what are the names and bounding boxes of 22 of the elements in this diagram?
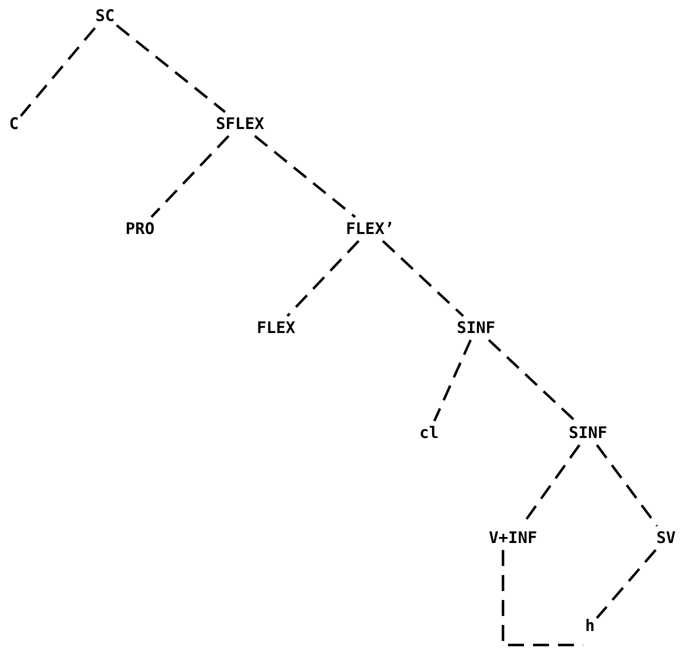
tree-node-label: SFLEX [214, 112, 266, 136]
tree-node-label: PRO [124, 217, 156, 241]
tree-branch-line [382, 240, 464, 317]
tree-node-label: SINF [454, 316, 498, 340]
tree-branch-line [488, 339, 576, 422]
tree-branch-line [433, 339, 472, 422]
tree-node-label: FLEX’ [344, 217, 396, 241]
tree-branch-line [150, 135, 230, 218]
tree-node-label: SV [654, 526, 678, 550]
tree-branch-line [20, 27, 96, 117]
tree-node-label: h [583, 614, 597, 638]
tree-node-label: C [7, 112, 21, 136]
tree-node-label: SINF [566, 421, 610, 445]
tree-node-label: cl [417, 421, 441, 445]
tree-branch-line [116, 24, 226, 113]
tree-branch-line [596, 444, 658, 527]
tree-node-label: V+INF [486, 526, 540, 550]
tree-branch-line [596, 549, 657, 619]
tree-branch-line [254, 135, 356, 218]
tree-branch-line [286, 240, 360, 317]
tree-node-label: FLEX [254, 316, 298, 340]
tree-node-label: SC [93, 4, 117, 28]
